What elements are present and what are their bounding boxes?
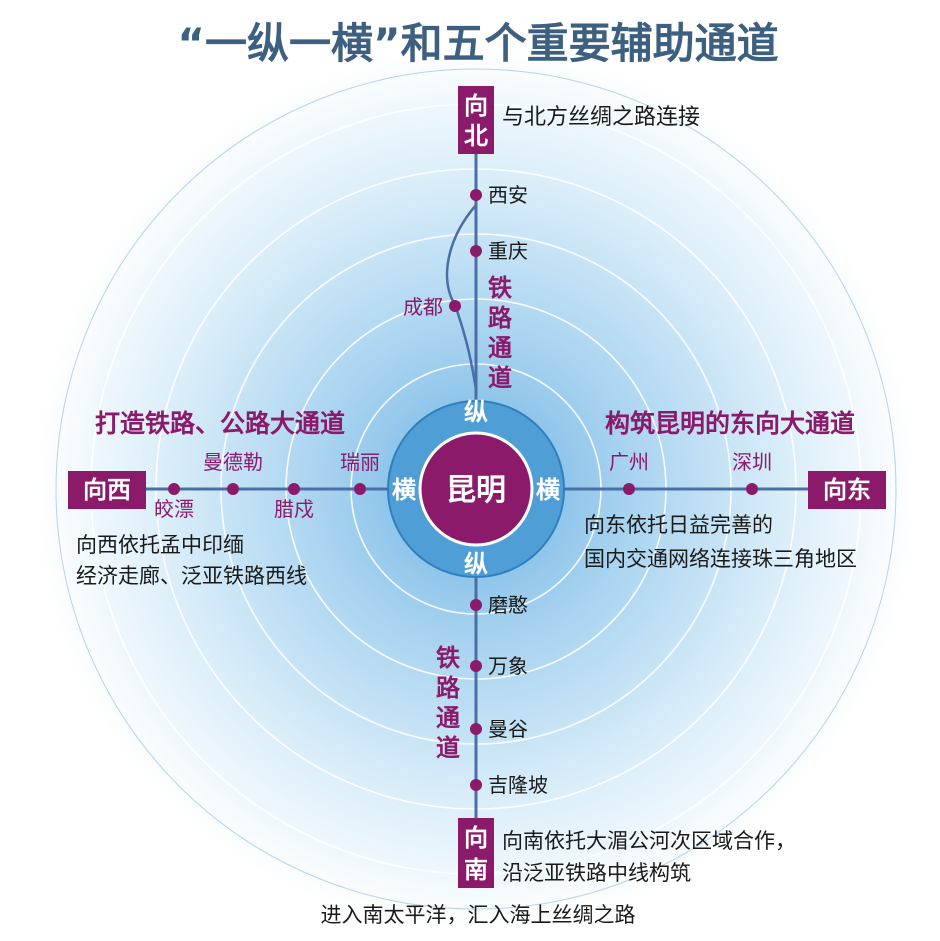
west-label: 向西 (83, 476, 131, 504)
station-label-ruili: 瑞丽 (340, 450, 380, 474)
north-channel-char-4: 道 (488, 364, 512, 392)
north-channel-char-2: 路 (488, 304, 513, 332)
station-dot-mandalay (227, 483, 239, 495)
ring-label-right: 横 (536, 476, 561, 504)
north-box: 向 北 (458, 86, 494, 154)
east-stations: 广州 深圳 (609, 450, 772, 495)
east-box: 向东 (808, 471, 886, 509)
south-channel-label: 铁 路 通 道 (436, 644, 461, 762)
station-label-guangzhou: 广州 (609, 450, 649, 474)
west-stations: 皎漂 曼德勒 腊戍 瑞丽 (154, 450, 380, 521)
station-dot-kualalumpur (470, 779, 482, 791)
west-box-bg (68, 471, 146, 509)
south-channel-char-3: 通 (436, 704, 460, 732)
north-char-2: 北 (464, 122, 488, 150)
station-label-xian: 西安 (488, 183, 528, 207)
south-char-1: 向 (464, 824, 488, 852)
station-dot-lashio (288, 483, 300, 495)
south-channel-char-1: 铁 (436, 644, 460, 672)
south-box-bg (458, 818, 494, 888)
south-channel-char-4: 道 (436, 734, 460, 762)
south-note-line-2: 沿泛亚铁路中线构筑 (502, 861, 691, 885)
south-channel-char-2: 路 (436, 674, 461, 702)
station-label-mohan: 磨憨 (488, 593, 528, 617)
station-dot-guangzhou (623, 483, 635, 495)
station-label-chengdu: 成都 (403, 295, 443, 319)
south-note-line-1: 向南依托大湄公河次区域合作， (502, 829, 796, 853)
station-dot-shenzhen (746, 483, 758, 495)
east-box-bg (808, 471, 886, 509)
station-label-kualalumpur: 吉隆坡 (488, 773, 548, 797)
station-label-mandalay: 曼德勒 (203, 450, 263, 474)
west-heading: 打造铁路、公路大通道 (95, 409, 345, 438)
south-box: 向 南 (458, 818, 494, 888)
west-note-line-1: 向西依托孟中印缅 (76, 533, 244, 557)
east-label: 向东 (823, 476, 871, 504)
station-dot-chengdu (449, 300, 461, 312)
station-label-bangkok: 曼谷 (488, 717, 528, 741)
ring-outer (55, 68, 897, 910)
station-dot-chongqing (470, 245, 482, 257)
station-dot-xian (470, 189, 482, 201)
station-dot-kyaukpyu (168, 483, 180, 495)
ring-label-top: 纵 (464, 398, 488, 426)
north-box-bg (458, 86, 494, 154)
station-dot-bangkok (470, 723, 482, 735)
station-label-shenzhen: 深圳 (732, 450, 772, 474)
west-box: 向西 (68, 471, 146, 509)
east-heading: 构筑昆明的东向大通道 (605, 409, 855, 438)
station-dot-mohan (470, 599, 482, 611)
center-circle (418, 431, 534, 547)
south-char-2: 南 (464, 856, 488, 884)
east-note-line-1: 向东依托日益完善的 (584, 513, 773, 537)
north-channel-char-3: 通 (488, 334, 512, 362)
station-label-chongqing: 重庆 (488, 239, 528, 263)
station-label-vientiane: 万象 (488, 654, 528, 678)
north-channel-char-1: 铁 (488, 274, 512, 302)
north-channel-label: 铁 路 通 道 (488, 274, 513, 392)
page-title: “一纵一横”和五个重要辅助通道 (177, 19, 778, 68)
north-stations: 西安 重庆 成都 (403, 183, 528, 319)
north-note: 与北方丝绸之路连接 (502, 105, 700, 130)
station-label-kyaukpyu: 皎漂 (154, 497, 194, 521)
south-bottom-line: 进入南太平洋，汇入海上丝绸之路 (321, 903, 636, 927)
east-note-line-2: 国内交通网络连接珠三角地区 (584, 547, 857, 571)
station-dot-ruili (354, 483, 366, 495)
ring-label-bottom: 纵 (464, 550, 488, 578)
south-stations: 磨憨 万象 曼谷 吉隆坡 (470, 593, 548, 797)
north-char-1: 向 (464, 92, 488, 120)
ring-label-left: 横 (392, 476, 417, 504)
station-dot-vientiane (470, 660, 482, 672)
station-label-lashio: 腊戍 (274, 497, 314, 521)
west-note-line-2: 经济走廊、泛亚铁路西线 (76, 564, 307, 588)
center-label: 昆明 (446, 473, 506, 508)
